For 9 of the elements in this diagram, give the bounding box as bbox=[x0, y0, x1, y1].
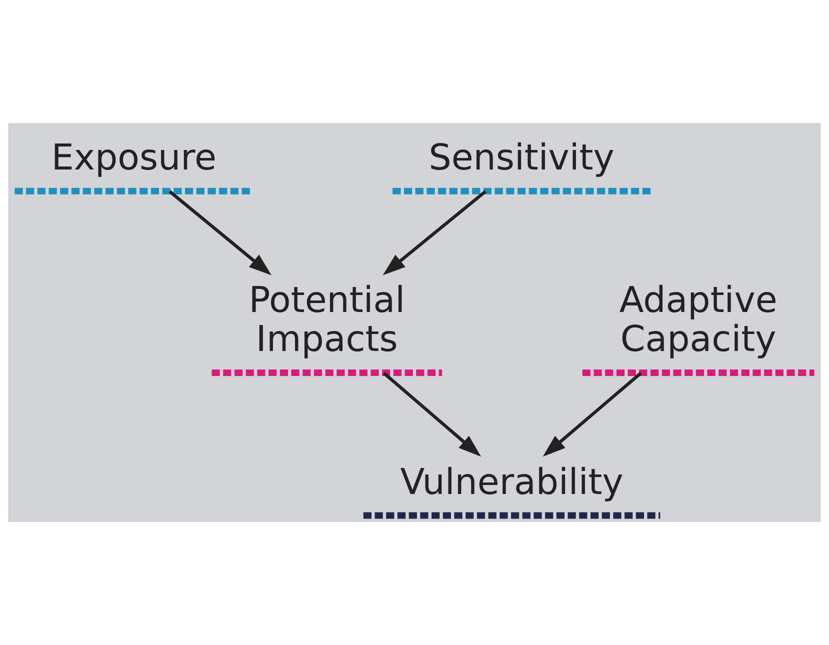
node-text: Vulnerability bbox=[400, 462, 624, 503]
node-text: Adaptive Capacity bbox=[619, 280, 778, 360]
arrow bbox=[542, 372, 642, 457]
arrow bbox=[168, 190, 272, 276]
arrow bbox=[382, 372, 482, 457]
node-text: Sensitivity bbox=[428, 137, 614, 178]
node-text: Exposure bbox=[51, 137, 216, 178]
arrow bbox=[382, 190, 486, 276]
node-text: Potential Impacts bbox=[248, 280, 406, 360]
